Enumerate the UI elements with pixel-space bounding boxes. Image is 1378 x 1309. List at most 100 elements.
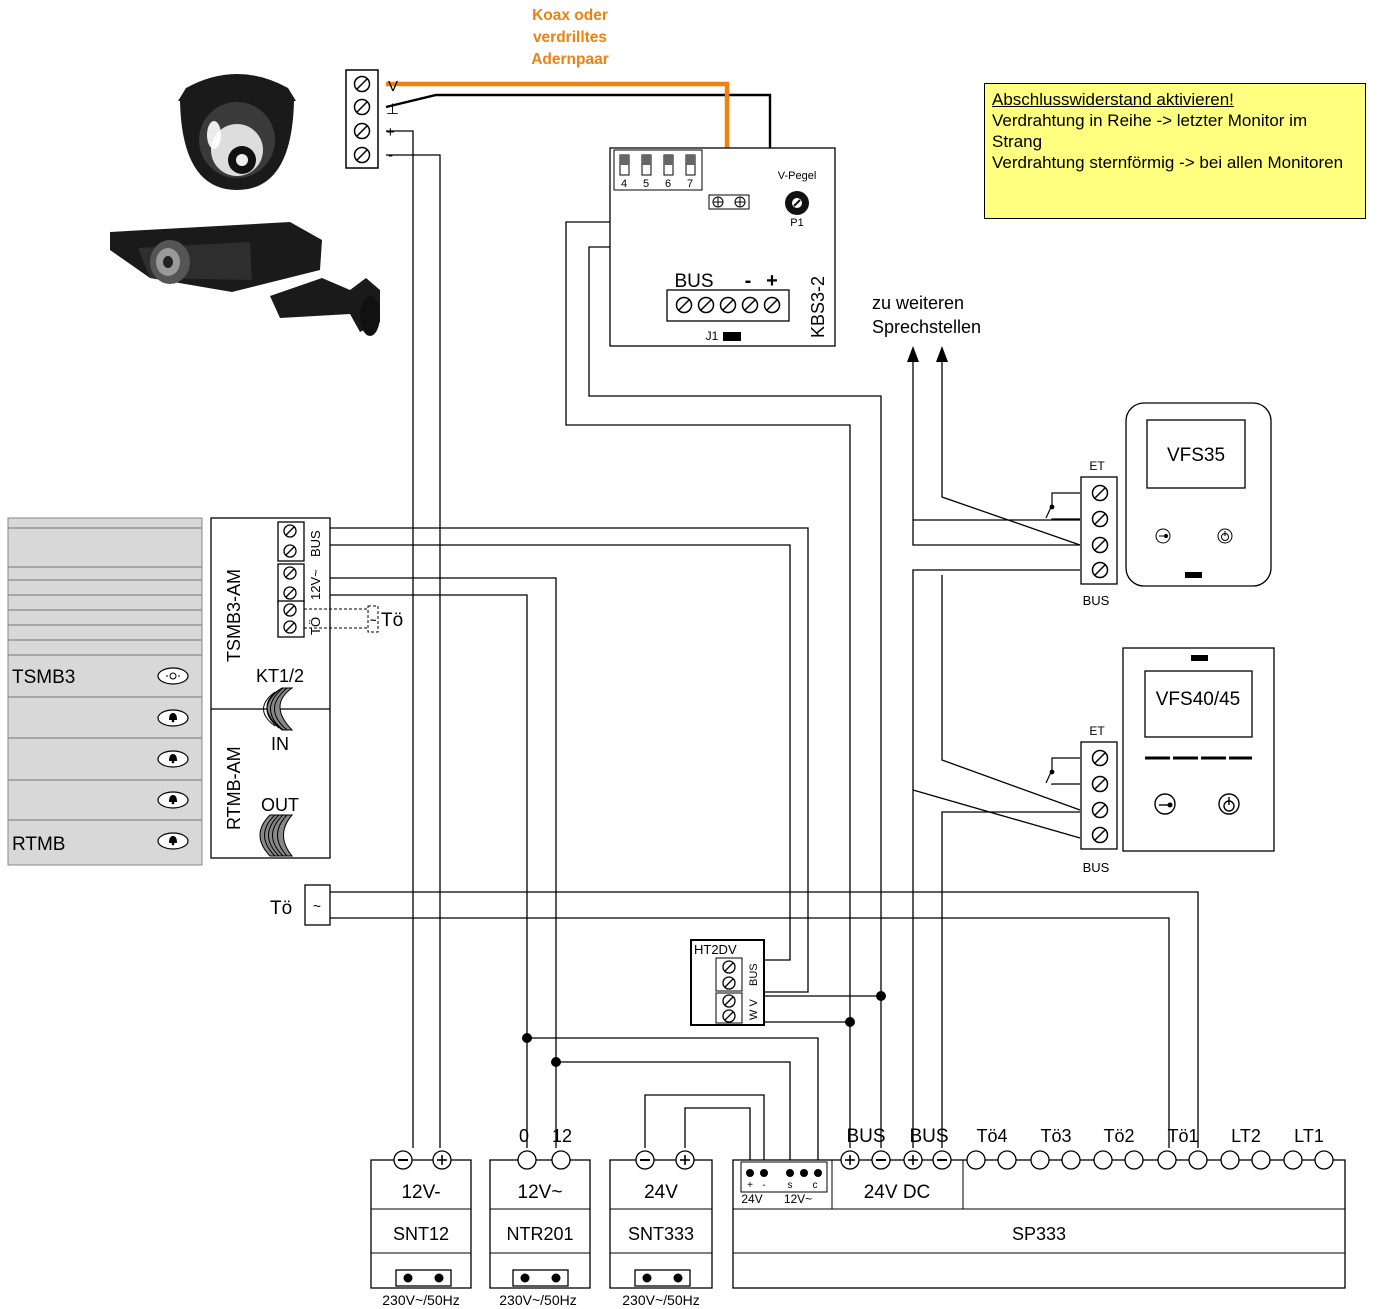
in-label: IN <box>271 734 289 754</box>
kbs-minus-label: - <box>745 270 752 292</box>
kt-label: KT1/2 <box>256 666 304 686</box>
bell-icon-4[interactable] <box>157 832 189 850</box>
ntr201-terminal-0: 0 <box>519 1126 529 1146</box>
camera-terminal-plus: + <box>386 124 395 141</box>
bell-icon-2[interactable] <box>157 750 189 768</box>
bullet-camera-icon <box>110 222 380 336</box>
sp333-name: SP333 <box>1012 1224 1066 1244</box>
ht2dv-bus-label: BUS <box>748 963 760 986</box>
sp333-pin-minus: - <box>762 1180 765 1191</box>
sp333-pin-plus: + <box>747 1180 753 1191</box>
sp333-unit: SP333 24V DC + - s c 24V 12V~ BUS BUS <box>732 1126 1346 1289</box>
sp333-in-12v: 12V~ <box>784 1192 812 1206</box>
monitor1-bus-label: BUS <box>1083 593 1110 608</box>
key-icon-2 <box>1154 793 1176 815</box>
sp333-dc-label: 24V DC <box>864 1182 931 1203</box>
wires <box>303 93 1199 1173</box>
kbs-bus-label: BUS <box>674 271 713 292</box>
rtmb-am-label: RTMB-AM <box>224 746 244 830</box>
monitor-vfs40-45: VFS40/45 ET BUS <box>1045 647 1275 875</box>
power-icon-2 <box>1218 793 1240 815</box>
cable-label-line2: verdrilltes <box>533 29 607 46</box>
audio-modules: TSMB3-AM RTMB-AM BUS 12V~ TÖ ~ Tö KT1/2 … <box>210 517 403 859</box>
dip-label-7: 7 <box>687 178 693 190</box>
monitor1-et-label: ET <box>1089 459 1105 473</box>
sp333-pin-c: c <box>813 1180 818 1191</box>
bell-icon-1[interactable] <box>157 709 189 727</box>
gong: ~ Tö <box>270 884 331 926</box>
cable-label-line3: Adernpaar <box>531 51 609 68</box>
et-switch-icon-2 <box>1045 757 1080 785</box>
ht2dv-module: HT2DV BUS W V <box>690 939 765 1026</box>
light-icon <box>157 667 189 685</box>
monitor-vfs35: VFS35 ET BUS <box>1045 402 1272 608</box>
door-panel: TSMB3 RTMB <box>7 517 203 866</box>
am-terminal-12v: 12V~ <box>308 569 323 600</box>
dip-label-4: 4 <box>621 178 627 190</box>
svg-text:~: ~ <box>370 615 377 627</box>
cable-label-line1: Koax oder <box>532 7 608 24</box>
ribbon-cable-out-icon <box>259 814 294 857</box>
dip-label-5: 5 <box>643 178 649 190</box>
ribbon-cable-in-icon <box>263 687 294 731</box>
ht2dv-wv-label: W V <box>748 999 760 1020</box>
potentiometer-icon <box>785 191 809 215</box>
gong-label: Tö <box>270 898 292 919</box>
dome-camera-icon <box>178 74 296 190</box>
et-switch-icon <box>1045 492 1080 520</box>
v-pegel-label: V-Pegel <box>778 170 817 182</box>
snt12-output: 12V- <box>401 1182 440 1203</box>
power-icon <box>1217 528 1233 544</box>
up-arrows <box>907 346 948 362</box>
am-terminal-bus: BUS <box>308 530 323 557</box>
sp333-out-to2: Tö2 <box>1103 1126 1134 1146</box>
bell-icon-3[interactable] <box>157 791 189 809</box>
more-stations-line2: Sprechstellen <box>872 317 981 337</box>
tsmb3-label: TSMB3 <box>12 667 75 688</box>
sp333-bus1-label: BUS <box>846 1126 885 1147</box>
sp333-bus2-label: BUS <box>909 1126 948 1147</box>
ntr201-output: 12V~ <box>518 1182 563 1203</box>
camera-terminal: V ⊥ + - <box>345 69 399 169</box>
psu-snt12: 12V- SNT12 230V~/50Hz <box>370 1150 472 1308</box>
sp333-out-to4: Tö4 <box>976 1126 1007 1146</box>
more-stations-line1: zu weiteren <box>872 293 964 313</box>
kbs-name: KBS3-2 <box>808 276 828 338</box>
cable-label: Koax oder verdrilltes Adernpaar <box>531 7 609 68</box>
ntr201-mains: 230V~/50Hz <box>499 1292 576 1308</box>
sp333-pin-s: s <box>788 1180 793 1191</box>
termination-note: Abschlusswiderstand aktivieren! Verdraht… <box>984 83 1366 219</box>
snt12-mains: 230V~/50Hz <box>382 1292 459 1308</box>
kbs-small-terminal <box>708 194 750 210</box>
kbs-plus-label: + <box>766 270 778 292</box>
am-to-label: Tö <box>381 610 403 631</box>
psu-ntr201: 0 12 12V~ NTR201 230V~/50Hz <box>489 1126 591 1308</box>
out-label: OUT <box>261 795 299 815</box>
tsmb3-am-label: TSMB3-AM <box>224 569 244 662</box>
sp333-out-to3: Tö3 <box>1040 1126 1071 1146</box>
ntr201-name: NTR201 <box>506 1224 573 1244</box>
camera-terminal-minus: - <box>388 147 393 164</box>
monitor2-bus-label: BUS <box>1083 860 1110 875</box>
snt333-name: SNT333 <box>628 1224 694 1244</box>
monitor1-name: VFS35 <box>1167 445 1225 466</box>
j1-label: J1 <box>706 329 719 343</box>
gong-symbol: ~ <box>313 898 321 914</box>
dashed-gong-icon: ~ <box>304 605 379 633</box>
sp333-out-lt2: LT2 <box>1231 1126 1261 1146</box>
monitor2-name: VFS40/45 <box>1156 689 1241 710</box>
snt333-output: 24V <box>644 1182 678 1203</box>
camera-terminal-gnd: ⊥ <box>386 101 399 118</box>
p1-label: P1 <box>790 217 803 229</box>
snt333-mains: 230V~/50Hz <box>622 1292 699 1308</box>
dip-label-6: 6 <box>665 178 671 190</box>
junction-dots <box>522 991 886 1067</box>
sp333-in-24v: 24V <box>741 1192 762 1206</box>
camera-terminal-v: V <box>388 78 398 95</box>
snt12-name: SNT12 <box>393 1224 449 1244</box>
kbs3-2-module: 4 5 6 7 V-Pegel P1 BUS - + J1 KBS3-2 <box>609 147 836 347</box>
monitor2-et-label: ET <box>1089 724 1105 738</box>
psu-snt333: 24V SNT333 230V~/50Hz <box>609 1150 713 1308</box>
key-icon <box>1155 528 1171 544</box>
